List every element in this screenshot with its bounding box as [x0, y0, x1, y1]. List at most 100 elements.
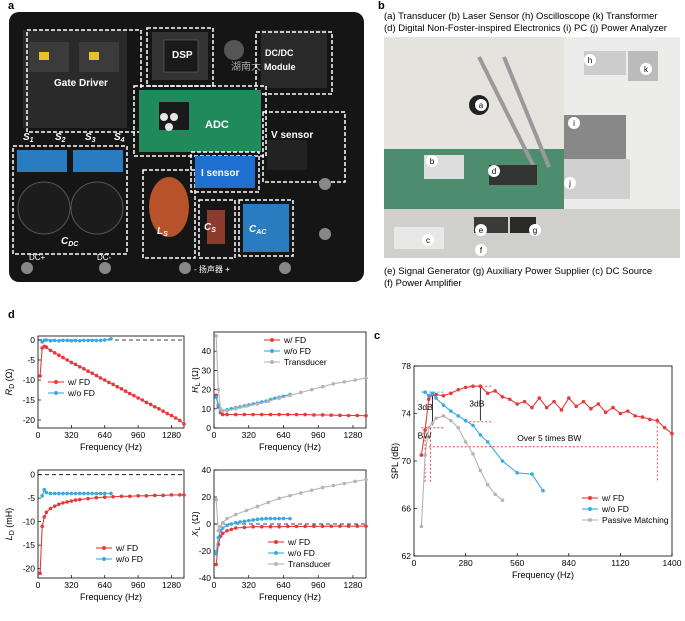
y-tick-label: -5	[27, 355, 35, 365]
legend-marker-gray	[588, 518, 592, 522]
data-point-gray	[220, 408, 225, 413]
data-point-blue	[94, 338, 99, 343]
marker-h: h	[588, 56, 592, 65]
x-tick-label: 0	[36, 580, 41, 590]
data-point-red	[98, 376, 103, 380]
data-point-red	[508, 397, 512, 402]
cdc-label: CDC	[61, 236, 79, 248]
dcdc-label-line1: DC/DC	[265, 48, 294, 58]
x-tick-label: 320	[64, 430, 78, 440]
data-point-blue	[515, 471, 519, 475]
legend-label: w/ FD	[115, 543, 138, 553]
data-point-red	[127, 391, 132, 396]
marker-g: g	[533, 226, 537, 235]
legend-marker-red	[270, 338, 274, 342]
data-point-gray	[485, 482, 490, 487]
marker-a: a	[479, 101, 484, 110]
s1-label: S1	[23, 132, 34, 144]
data-point-red	[625, 409, 630, 413]
y-tick-label: 0	[30, 470, 35, 480]
dc-plus-label: DC+	[29, 253, 46, 262]
dcdc-label-line2: Module	[264, 62, 296, 72]
data-point-red	[268, 524, 273, 529]
data-point-red	[111, 494, 115, 499]
data-point-red	[136, 396, 140, 400]
data-point-red	[515, 402, 519, 406]
data-point-blue	[456, 414, 461, 418]
data-point-blue	[109, 491, 113, 496]
data-point-red	[574, 404, 578, 409]
setup-caption-bottom-2: (f) Power Amplifier	[384, 278, 462, 289]
data-point-red	[107, 380, 111, 385]
x-tick-label: 960	[311, 580, 325, 590]
y-axis-label: RD (Ω)	[4, 369, 16, 396]
data-point-red	[119, 494, 124, 499]
annotation-over-bw: Over 5 times BW	[517, 433, 581, 443]
setup-caption-bottom-1: (e) Signal Generator (g) Auxiliary Power…	[384, 266, 653, 277]
legend-label: w/o FD	[115, 554, 143, 564]
x-tick-label: 1280	[162, 580, 181, 590]
y-tick-label: 20	[202, 492, 212, 502]
data-point-red	[178, 418, 182, 423]
data-point-blue	[264, 516, 268, 521]
data-point-red	[57, 502, 61, 507]
data-point-blue	[90, 338, 95, 343]
data-point-blue	[109, 337, 113, 341]
series-line-red	[39, 494, 184, 574]
data-point-blue	[102, 338, 107, 342]
data-point-red	[52, 351, 57, 355]
data-point-red	[268, 412, 273, 417]
data-point-gray	[255, 402, 260, 406]
data-point-red	[69, 499, 74, 503]
y-tick-label: 40	[202, 465, 212, 475]
data-point-red	[364, 524, 368, 528]
data-point-blue	[463, 418, 468, 423]
y-tick-label: 0	[206, 519, 211, 529]
data-point-gray	[216, 528, 221, 533]
data-point-gray	[266, 399, 271, 403]
setup-markers: a b c d e f g h i j k	[422, 54, 652, 256]
data-point-red	[355, 524, 360, 528]
data-point-red	[251, 412, 255, 417]
data-point-blue	[40, 494, 44, 498]
dsp-label: DSP	[172, 50, 193, 61]
data-point-red	[42, 515, 47, 519]
data-point-gray	[478, 468, 483, 473]
data-point-gray	[244, 404, 249, 408]
data-point-red	[478, 384, 483, 388]
data-point-red	[463, 385, 468, 390]
data-point-red	[69, 360, 74, 365]
data-point-blue	[73, 491, 78, 496]
legend-marker-blue	[588, 507, 592, 511]
data-point-blue	[288, 516, 292, 521]
data-point-gray	[216, 387, 221, 392]
data-point-red	[148, 402, 153, 407]
data-point-blue	[229, 522, 234, 526]
data-point-red	[94, 373, 99, 378]
y-tick-label: -40	[199, 573, 212, 583]
x-tick-label: 0	[212, 580, 217, 590]
data-point-gray	[288, 393, 292, 398]
data-point-red	[52, 504, 57, 508]
data-point-blue	[216, 535, 221, 540]
data-point-red	[485, 391, 490, 396]
data-point-red	[157, 407, 161, 411]
data-point-gray	[214, 334, 218, 338]
data-point-red	[655, 418, 660, 423]
data-point-blue	[449, 409, 453, 413]
data-point-red	[648, 417, 652, 422]
data-point-gray	[423, 453, 427, 457]
data-point-blue	[500, 459, 505, 463]
y-tick-label: -10	[23, 375, 36, 385]
data-point-gray	[471, 452, 475, 456]
data-point-gray	[320, 384, 325, 389]
data-point-red	[61, 501, 65, 505]
y-tick-label: 0	[30, 335, 35, 345]
x-tick-label: 960	[311, 430, 325, 440]
data-point-red	[161, 409, 165, 413]
x-tick-label: 1120	[611, 558, 630, 568]
y-tick-label: 66	[402, 504, 412, 514]
plot-frame	[37, 335, 185, 429]
legend-marker-gray	[270, 360, 274, 364]
y-tick-label: 20	[202, 385, 212, 395]
